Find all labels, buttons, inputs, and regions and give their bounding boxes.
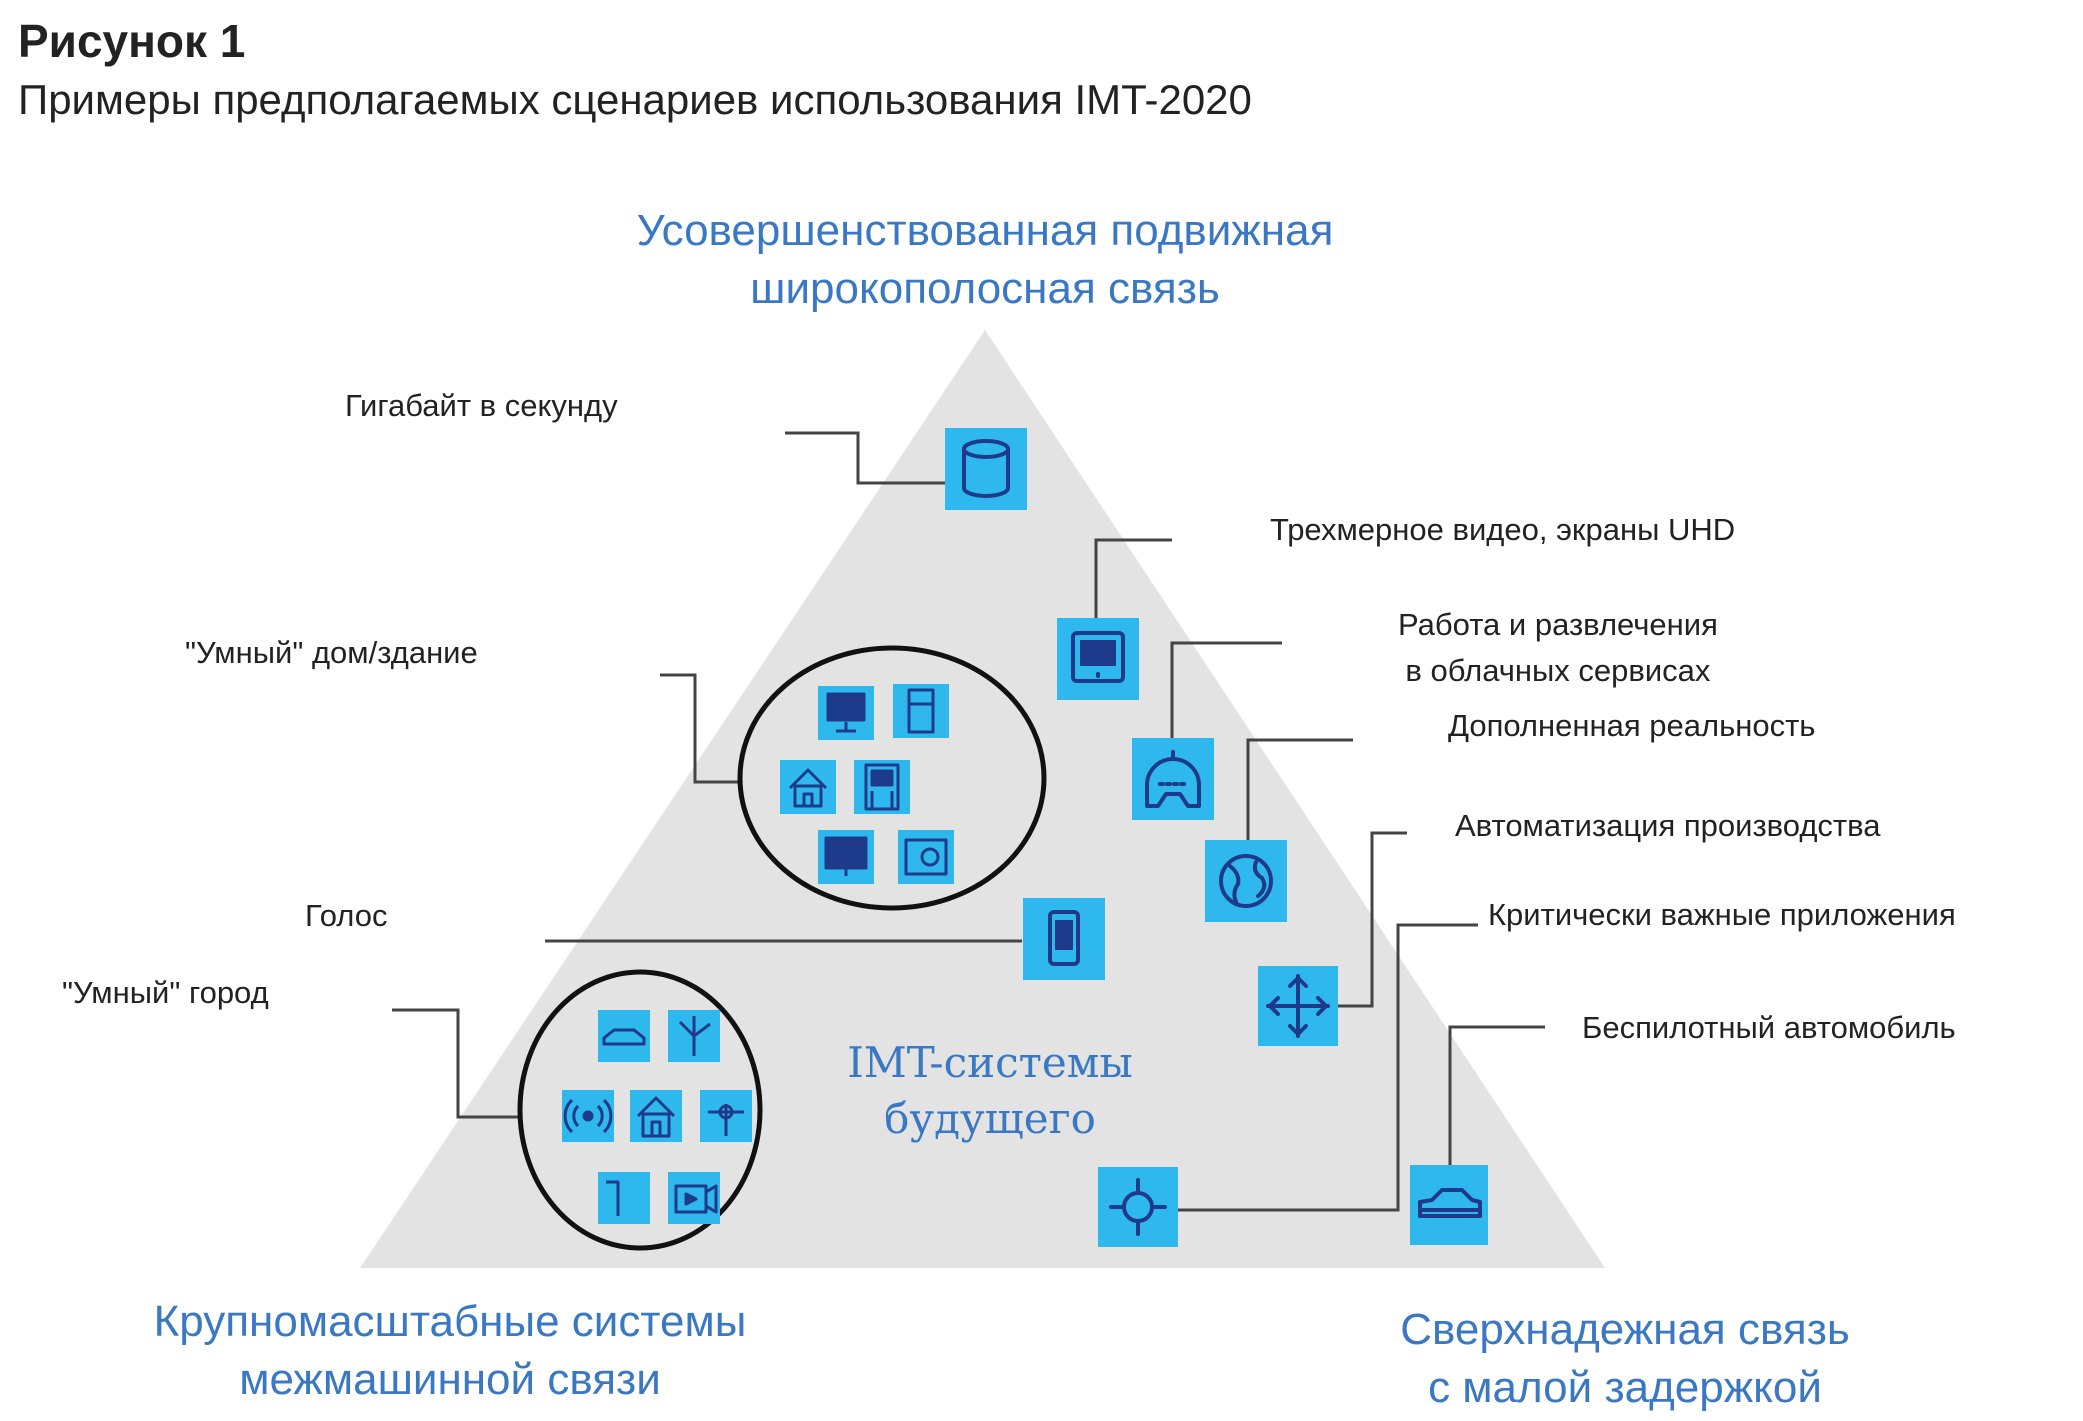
corner-right-line2: с малой задержкой	[1428, 1363, 1822, 1412]
connector-cloud	[1170, 641, 1282, 738]
corner-right-line1: Сверхнадежная связь	[1400, 1305, 1850, 1354]
arrows-icon	[1266, 974, 1330, 1038]
label-ar: Дополненная реальность	[1448, 708, 1816, 743]
label-cloud-line2: в облачных сервисах	[1405, 653, 1711, 688]
label-cloud-line1: Работа и развлечения	[1398, 607, 1718, 642]
monitor-icon	[1071, 631, 1125, 683]
globe-icon-bg	[1205, 840, 1287, 922]
smart-city-circle	[517, 969, 763, 1251]
label-critical: Критически важные приложения	[1488, 897, 1956, 932]
connector-driverless	[1448, 1025, 1545, 1170]
connector-gigabyte	[785, 431, 955, 485]
corner-right-label: Сверхнадежная связь с малой задержкой	[1225, 1301, 2025, 1417]
label-automation: Автоматизация производства	[1455, 808, 1881, 843]
car-icon	[1418, 1188, 1482, 1218]
figure-title: Рисунок 1	[18, 15, 246, 67]
corner-left-line1: Крупномасштабные системы	[153, 1297, 747, 1346]
label-smart-home: "Умный" дом/здание	[185, 635, 478, 670]
crosshair-icon	[1109, 1178, 1167, 1236]
connector-ar	[1246, 738, 1353, 842]
city-car-icon	[602, 1028, 646, 1046]
home-tv-icon	[826, 692, 866, 733]
corner-top-line2: широкополосная связь	[750, 264, 1220, 313]
corner-top-label: Усовершенствованная подвижная широкополо…	[0, 202, 1970, 318]
connector-video3d	[1094, 538, 1172, 620]
phone-icon	[1048, 910, 1080, 966]
corner-top-line1: Усовершенствованная подвижная	[636, 206, 1334, 255]
figure-subtitle: Примеры предполагаемых сценариев использ…	[18, 76, 1252, 123]
car-icon-bg	[1410, 1165, 1488, 1245]
label-driverless: Беспилотный автомобиль	[1582, 1010, 1956, 1045]
fridge-icon	[907, 688, 935, 734]
label-video3d: Трехмерное видео, экраны UHD	[1270, 512, 1736, 547]
street-light-icon	[606, 1180, 620, 1216]
connector-smart-city	[392, 1008, 520, 1119]
globe-icon	[1219, 854, 1273, 908]
center-label: IMT-системы будущего	[780, 1035, 1200, 1147]
signal-icon	[563, 1098, 613, 1134]
washer-icon	[904, 838, 948, 876]
label-cloud: Работа и развлечения в облачных сервисах	[1398, 602, 1718, 694]
label-gigabyte: Гигабайт в секунду	[345, 388, 618, 423]
center-line2: будущего	[884, 1094, 1096, 1143]
center-line1: IMT-системы	[847, 1038, 1133, 1087]
drone-icon	[708, 1104, 744, 1136]
house-icon	[788, 768, 828, 808]
database-icon	[962, 439, 1010, 498]
city-house-icon	[636, 1096, 676, 1138]
smart-home-circle	[737, 645, 1047, 911]
connector-smart-home	[660, 673, 740, 784]
home-monitor-icon	[824, 836, 868, 876]
label-voice: Голос	[305, 898, 388, 933]
camera-icon	[674, 1184, 718, 1214]
gamepad-icon	[1145, 750, 1201, 808]
label-smart-city: "Умный" город	[62, 975, 269, 1010]
corner-left-label: Крупномасштабные системы межмашинной свя…	[50, 1293, 850, 1409]
connector-critical	[1178, 923, 1478, 1212]
wind-turbine-icon	[678, 1016, 711, 1056]
corner-left-line2: межмашинной связи	[239, 1355, 661, 1404]
door-icon	[864, 763, 900, 811]
connector-automation	[1335, 831, 1407, 1008]
